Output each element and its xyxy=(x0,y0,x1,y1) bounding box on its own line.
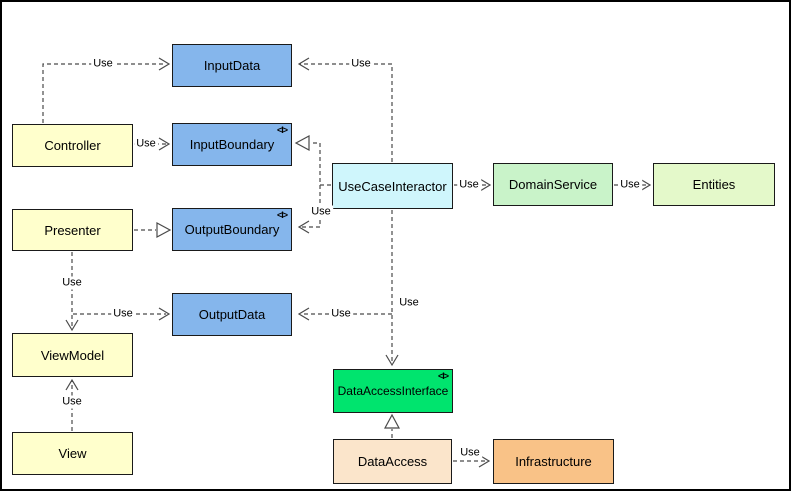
node-view-model[interactable]: ViewModel xyxy=(12,333,133,377)
node-domain-service[interactable]: DomainService xyxy=(493,163,613,206)
node-label: View xyxy=(58,446,87,461)
edge-presenter-uses-view-model xyxy=(65,252,79,332)
node-output-data[interactable]: OutputData xyxy=(172,293,292,336)
node-input-boundary[interactable]: <I> InputBoundary xyxy=(172,123,292,166)
node-use-case-interactor[interactable]: UseCaseInteractor xyxy=(332,163,453,209)
node-label: InputData xyxy=(203,58,261,73)
edge-data-access-uses-infrastructure xyxy=(453,454,491,468)
edge-label-use: Use xyxy=(457,178,481,192)
node-label: OutputData xyxy=(198,307,266,322)
node-label: Infrastructure xyxy=(515,454,592,469)
interface-stereotype: <I> xyxy=(276,210,288,220)
node-label: Presenter xyxy=(44,222,101,238)
edge-label-use: Use xyxy=(134,137,158,151)
node-label: DomainService xyxy=(508,177,598,192)
interface-stereotype: <I> xyxy=(437,371,449,381)
node-label: DataAccess xyxy=(357,454,428,469)
node-label: DataAccessInterface xyxy=(337,384,449,398)
node-data-access-interface[interactable]: <I> DataAccessInterface xyxy=(333,369,453,413)
node-label: UseCaseInteractor xyxy=(338,178,447,194)
edge-label-use: Use xyxy=(397,296,421,310)
edge-label-use: Use xyxy=(111,307,135,321)
node-label: ViewModel xyxy=(40,347,105,363)
node-presenter[interactable]: Presenter xyxy=(12,209,133,251)
edge-label-use: Use xyxy=(349,57,373,71)
edge-label-use: Use xyxy=(60,395,84,409)
edge-use-case-interactor-uses-input-data xyxy=(297,57,393,162)
edge-label-use: Use xyxy=(60,276,84,290)
edge-data-access-implements-data-access-interface xyxy=(383,413,401,438)
node-controller[interactable]: Controller xyxy=(12,124,133,167)
node-view[interactable]: View xyxy=(12,432,133,475)
edge-controller-uses-input-data xyxy=(42,57,171,123)
node-label: Entities xyxy=(692,177,736,192)
node-label: InputBoundary xyxy=(189,137,275,152)
node-data-access[interactable]: DataAccess xyxy=(333,439,452,484)
edge-label-use: Use xyxy=(309,205,333,219)
edge-label-use: Use xyxy=(329,307,353,321)
node-entities[interactable]: Entities xyxy=(653,163,775,206)
node-input-data[interactable]: InputData xyxy=(172,44,292,87)
node-label: Controller xyxy=(44,138,101,153)
edge-use-case-interactor-uses-output-boundary xyxy=(297,185,321,234)
node-infrastructure[interactable]: Infrastructure xyxy=(493,439,614,484)
edge-use-case-interactor-uses-data-access-interface xyxy=(385,210,399,367)
edge-presenter-implements-output-boundary xyxy=(134,221,172,239)
edge-presenter-uses-output-data xyxy=(73,307,171,321)
interface-stereotype: <I> xyxy=(276,125,288,135)
edge-use-case-interactor-implements-input-boundary xyxy=(294,134,331,186)
node-label: OutputBoundary xyxy=(184,222,280,237)
edge-label-use: Use xyxy=(91,57,115,71)
node-output-boundary[interactable]: <I> OutputBoundary xyxy=(172,208,292,251)
edge-label-use: Use xyxy=(618,178,642,192)
edge-label-use: Use xyxy=(458,446,482,460)
